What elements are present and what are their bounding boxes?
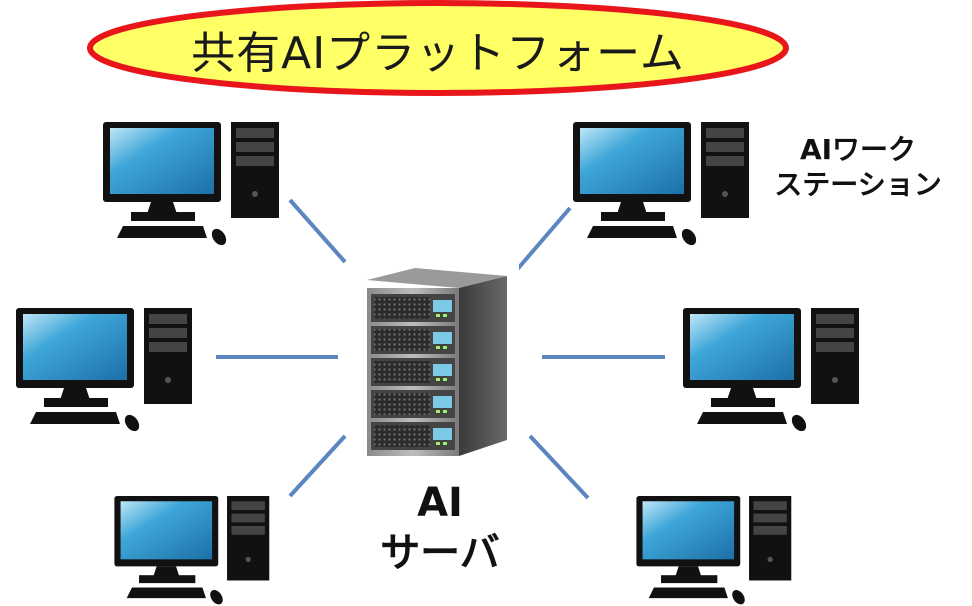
title-ellipse xyxy=(87,0,789,96)
server-label: AI サーバ xyxy=(360,478,520,578)
link-bottom-left xyxy=(288,434,347,498)
server-label-line1: AI xyxy=(417,480,463,526)
server-rack-icon xyxy=(357,262,519,462)
link-top-left xyxy=(288,198,347,264)
workstation-label: AIワーク ステーション xyxy=(758,132,958,202)
link-bottom-right xyxy=(528,434,590,500)
workstation-label-line2: ステーション xyxy=(774,168,942,201)
diagram-title: 共有AIプラットフォーム xyxy=(191,28,685,79)
workstation-icon xyxy=(16,308,192,433)
server-label-line2: サーバ xyxy=(380,530,500,576)
workstation-icon xyxy=(114,496,270,606)
workstation-icon xyxy=(103,122,279,247)
link-top-right xyxy=(513,206,572,274)
workstation-icon xyxy=(573,122,749,247)
workstation-label-line1: AIワーク xyxy=(799,133,917,166)
workstation-icon xyxy=(636,496,792,606)
workstation-icon xyxy=(683,308,859,433)
